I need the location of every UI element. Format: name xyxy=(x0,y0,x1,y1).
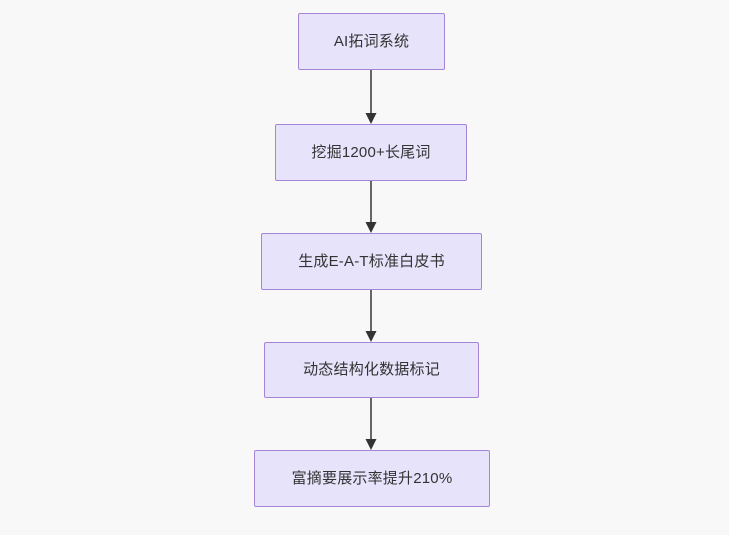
flow-node-eat-whitepaper[interactable]: 生成E-A-T标准白皮书 xyxy=(261,233,482,290)
flow-edge-n3-n4 xyxy=(364,290,378,342)
flow-edge-n2-n3 xyxy=(364,181,378,233)
flow-edge-n1-n2 xyxy=(364,70,378,124)
flow-node-label: 富摘要展示率提升210% xyxy=(291,469,453,487)
flow-node-label: 生成E-A-T标准白皮书 xyxy=(298,252,445,270)
flow-node-longtail-keywords[interactable]: 挖掘1200+长尾词 xyxy=(275,124,467,181)
flow-edge-n4-n5 xyxy=(364,398,378,450)
flow-node-structured-data-markup[interactable]: 动态结构化数据标记 xyxy=(264,342,479,398)
flow-node-label: AI拓词系统 xyxy=(333,32,410,50)
flow-node-rich-snippet-uplift[interactable]: 富摘要展示率提升210% xyxy=(254,450,490,507)
flow-node-label: 动态结构化数据标记 xyxy=(303,361,440,378)
flow-node-label: 挖掘1200+长尾词 xyxy=(311,143,431,161)
flow-node-ai-keyword-system[interactable]: AI拓词系统 xyxy=(298,13,445,70)
